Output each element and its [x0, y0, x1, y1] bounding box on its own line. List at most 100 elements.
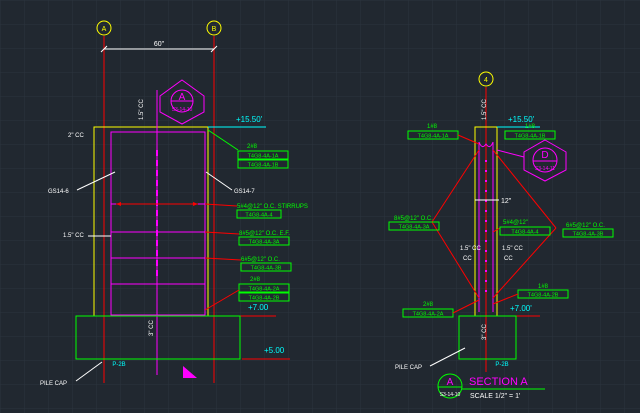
svg-text:2#8: 2#8: [250, 277, 261, 283]
elevation-bottom[interactable]: +5.00: [242, 346, 290, 360]
svg-text:T4G8-4A-1A: T4G8-4A-1A: [248, 154, 279, 160]
svg-text:60": 60": [154, 41, 165, 48]
section-arrow-bottom[interactable]: [183, 366, 197, 378]
svg-text:A: A: [179, 92, 186, 103]
svg-text:5#4@12" O.C. STIRRUPS: 5#4@12" O.C. STIRRUPS: [237, 204, 308, 210]
section-scale-text: SCALE 1/2" = 1': [470, 393, 520, 400]
svg-text:CC: CC: [504, 256, 513, 262]
svg-text:6#5@12" O.C.: 6#5@12" O.C.: [566, 223, 605, 229]
elevation-top-right[interactable]: +15.50': [497, 115, 540, 128]
column-hook-top[interactable]: [478, 141, 494, 148]
dim-12-right[interactable]: 12": [475, 198, 512, 205]
svg-text:1.5" CC: 1.5" CC: [460, 246, 481, 252]
svg-text:T4G8-4A-2B: T4G8-4A-2B: [249, 296, 280, 302]
elevation-top[interactable]: +15.50': [208, 115, 266, 128]
svg-text:1#8: 1#8: [525, 124, 536, 130]
svg-text:S3-14-11: S3-14-11: [535, 166, 555, 172]
svg-text:D: D: [541, 150, 548, 161]
svg-text:+15.50': +15.50': [508, 115, 535, 124]
svg-text:T4G8-4A-3B: T4G8-4A-3B: [251, 266, 282, 272]
width-dimension[interactable]: 60": [100, 41, 218, 53]
rebar-label-top-left[interactable]: 1#8 T4G8-4A-1A: [407, 124, 480, 145]
callout-left[interactable]: GS14-6: [48, 171, 116, 195]
pile-tag-left: P-2B: [112, 362, 125, 368]
section-marker-a[interactable]: A S3-14-10: [159, 79, 205, 125]
svg-text:1.5" CC: 1.5" CC: [502, 246, 523, 252]
rebar-label-top-right[interactable]: 1#8 T4G8-4A-1B: [504, 124, 556, 140]
svg-text:T4G8-4A-3A: T4G8-4A-3A: [399, 225, 430, 231]
svg-text:A: A: [102, 26, 107, 33]
svg-text:+7.00: +7.00: [248, 303, 269, 312]
rebar-label-mid[interactable]: 5#4@12" T4G8-4A-4: [499, 220, 551, 236]
svg-text:4: 4: [484, 77, 488, 84]
svg-text:1#8: 1#8: [427, 124, 438, 130]
rebar-cage[interactable]: [110, 131, 206, 316]
cover-right-right-view[interactable]: 1.5" CC CC: [502, 246, 523, 262]
svg-text:T4G8-4A-3B: T4G8-4A-3B: [573, 232, 604, 238]
title-bubble-ref: S3-14-10: [440, 392, 461, 398]
svg-text:T4G8-4A-3A: T4G8-4A-3A: [249, 240, 280, 246]
svg-text:T4G8-4A-2B: T4G8-4A-2B: [528, 293, 559, 299]
title-bubble-letter: A: [447, 377, 454, 388]
svg-text:+5.00: +5.00: [264, 346, 285, 355]
pile-cap-left[interactable]: [75, 315, 241, 360]
svg-text:CC: CC: [463, 256, 472, 262]
svg-text:8#5@12" O.C. E.F.: 8#5@12" O.C. E.F.: [239, 231, 290, 237]
pile-cap-callout-left[interactable]: PILE CAP: [40, 361, 103, 387]
svg-text:12": 12": [501, 198, 512, 205]
rebar-label-right-mid[interactable]: 6#5@12" O.C. T4G8-4A-3B: [562, 223, 614, 238]
section-title-text: SECTION A: [469, 376, 528, 388]
svg-text:T4G8-4A-1B: T4G8-4A-1B: [515, 134, 546, 140]
svg-text:T4G8-4A-1A: T4G8-4A-1A: [418, 134, 449, 140]
svg-text:T4G8-4A-2A: T4G8-4A-2A: [413, 312, 444, 318]
svg-text:PILE CAP: PILE CAP: [395, 365, 422, 371]
rebar-label-4[interactable]: 6#5@12" O.C. T4G8-4A-3B: [204, 257, 292, 272]
left-section-view[interactable]: A B 60" 1.5" CC 2" CC: [40, 20, 308, 387]
cover-top-right: 1.5" CC: [482, 99, 488, 120]
cover-top-label: 1.5" CC: [139, 99, 145, 120]
section-marker-d[interactable]: D S3-14-11: [496, 139, 567, 182]
rebar-label-3[interactable]: 8#5@12" O.C. E.F. T4G8-4A-3A: [204, 231, 290, 246]
pile-cap-right[interactable]: [458, 315, 517, 360]
right-section-view[interactable]: 4 1.5" CC 3" CC 1.5" CC CC 1.5" CC CC 12…: [388, 71, 614, 372]
svg-text:T4G8-4A-1B: T4G8-4A-1B: [248, 163, 279, 169]
svg-text:6#5@12" O.C.: 6#5@12" O.C.: [241, 257, 280, 263]
svg-text:GS14-6: GS14-6: [48, 189, 69, 195]
stirrup-dim-arrow-right: [193, 202, 198, 206]
cover-left-label: 1.5" CC: [63, 233, 84, 239]
svg-text:5#4@12": 5#4@12": [503, 220, 528, 226]
svg-text:PILE CAP: PILE CAP: [40, 381, 67, 387]
svg-text:GS14-7: GS14-7: [234, 189, 255, 195]
svg-text:2#8: 2#8: [247, 144, 258, 150]
rebar-label-1[interactable]: 2#8 T4G8-4A-1A T4G8-4A-1B: [207, 129, 289, 169]
svg-text:B: B: [212, 26, 217, 33]
leader-lines-right: [431, 149, 557, 299]
rebar-label-left-mid[interactable]: 8#5@12" O.C. T4G8-4A-3A: [388, 216, 440, 231]
rebar-label-5[interactable]: 2#8 T4G8-4A-2A T4G8-4A-2B: [204, 277, 290, 311]
svg-text:+15.50': +15.50': [236, 115, 263, 124]
svg-text:S3-14-10: S3-14-10: [172, 107, 193, 113]
svg-text:8#5@12" O.C.: 8#5@12" O.C.: [394, 216, 433, 222]
elevation-mid[interactable]: +7.00: [238, 303, 276, 317]
pile-cap-callout-right[interactable]: PILE CAP: [395, 347, 466, 371]
cover-bottom-right: 3" CC: [482, 324, 488, 340]
grid-bubble-a[interactable]: A: [96, 20, 112, 36]
rebar-label-bottom-right[interactable]: 1#8 T4G8-4A-2B: [492, 284, 569, 305]
grid-bubble-b[interactable]: B: [206, 20, 222, 36]
cover-side-label: 2" CC: [68, 133, 84, 139]
svg-text:1#8: 1#8: [538, 284, 549, 290]
section-title-block[interactable]: A S3-14-10 SECTION A SCALE 1/2" = 1': [437, 373, 545, 400]
cover-left-right-view[interactable]: 1.5" CC CC: [460, 246, 481, 262]
title-bubble: [437, 373, 463, 399]
svg-text:T4G8-4A-2A: T4G8-4A-2A: [249, 287, 280, 293]
svg-text:+7.00': +7.00': [510, 304, 532, 313]
pile-tag-right: P-2B: [495, 362, 508, 368]
svg-text:T4G8-4A-4: T4G8-4A-4: [511, 230, 538, 236]
rebar-label-bottom-left[interactable]: 2#8 T4G8-4A-2A: [402, 299, 480, 318]
grid-bubble-4[interactable]: 4: [478, 71, 494, 87]
rebar-label-2[interactable]: 5#4@12" O.C. STIRRUPS T4G8-4A-4: [204, 203, 308, 219]
svg-text:T4G8-4A-4: T4G8-4A-4: [245, 213, 272, 219]
callout-right[interactable]: GS14-7: [205, 171, 255, 195]
